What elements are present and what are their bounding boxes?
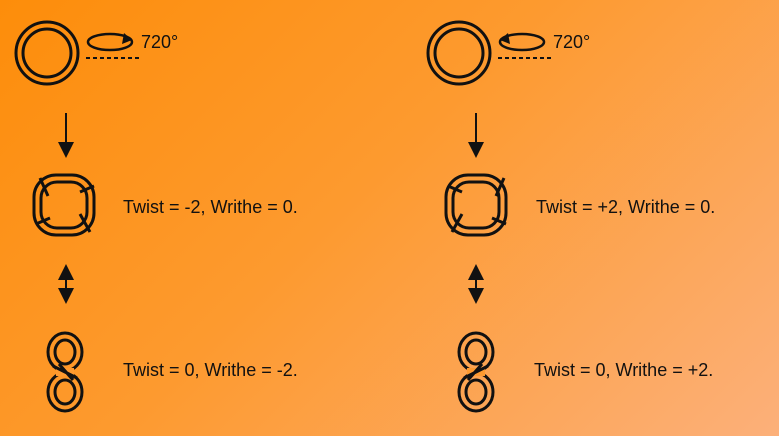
left-rotation-icon xyxy=(86,32,140,59)
right-middle-label: Twist = +2, Writhe = 0. xyxy=(536,197,716,217)
right-figure-eight xyxy=(457,331,495,413)
left-bottom-label: Twist = 0, Writhe = -2. xyxy=(123,360,298,380)
left-twisted-ribbon xyxy=(32,173,96,237)
left-figure-eight xyxy=(46,331,84,413)
right-rotation-label: 720° xyxy=(553,32,591,52)
right-twisted-ribbon xyxy=(444,173,508,237)
right-bottom-label: Twist = 0, Writhe = +2. xyxy=(534,360,714,380)
left-rotation-label: 720° xyxy=(141,32,179,52)
right-rotation-icon xyxy=(498,32,552,59)
left-middle-label: Twist = -2, Writhe = 0. xyxy=(123,197,298,217)
left-ring xyxy=(14,20,80,86)
right-ring xyxy=(426,20,492,86)
